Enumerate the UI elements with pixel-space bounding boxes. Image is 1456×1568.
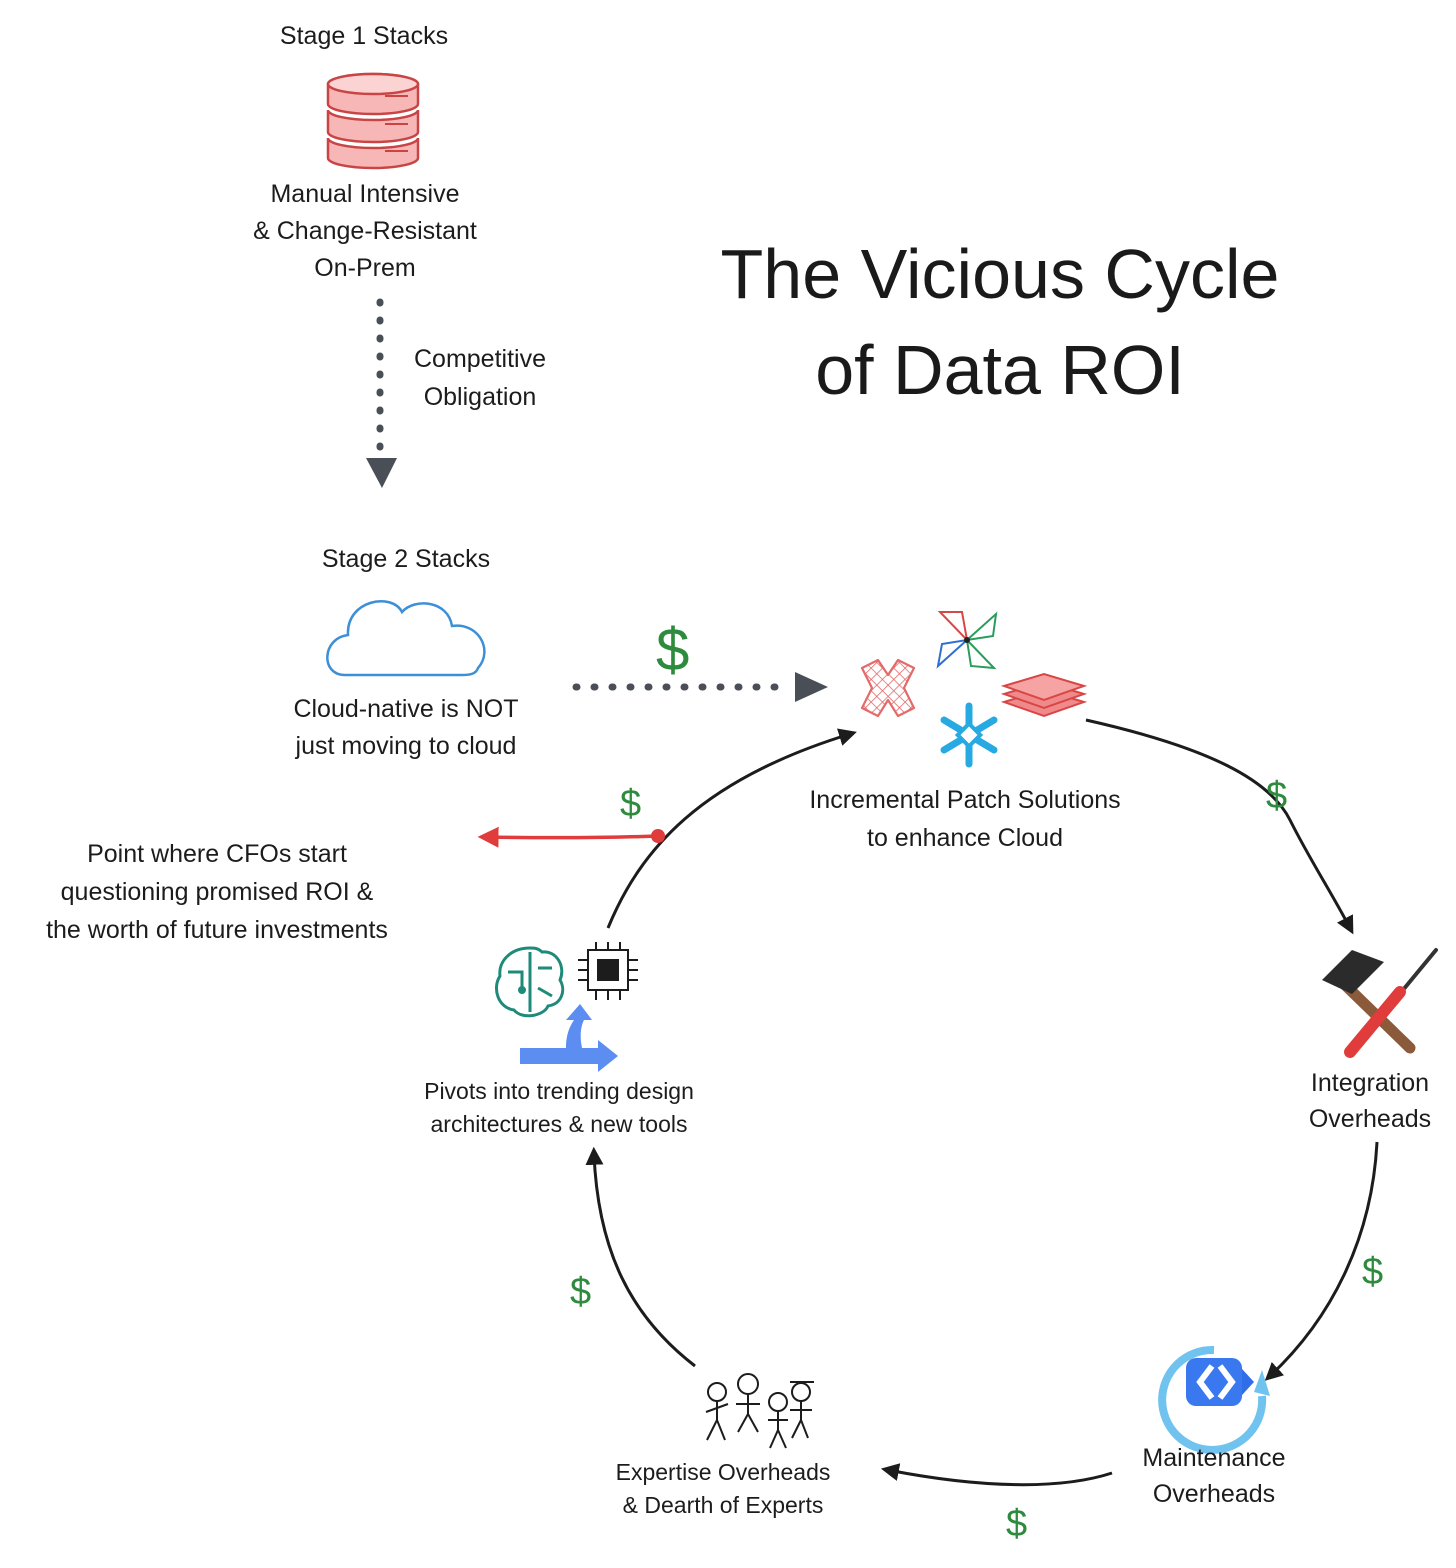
expertise-to-pivots-arrow: [585, 1146, 696, 1368]
maintenance-label-1: Maintenance: [1142, 1444, 1286, 1472]
integration-label-2: Overheads: [1308, 1105, 1432, 1133]
chip-icon: [578, 942, 638, 1000]
patch-label-2: to enhance Cloud: [867, 824, 1063, 852]
cfo-alert-point: [651, 829, 665, 843]
dbt-icon: [860, 658, 916, 718]
cloud-icon: [326, 599, 486, 677]
dollar-sign-expertise-pivots: $: [570, 1271, 592, 1313]
pivots-to-patch-arrow: [606, 728, 857, 929]
stacked-layers-icon: [1000, 672, 1088, 718]
transition-arrowhead: [366, 458, 397, 488]
expertise-label-2: & Dearth of Experts: [622, 1492, 824, 1518]
pivot-arrow-icon: [520, 1004, 618, 1072]
snowflake-icon: [940, 702, 998, 768]
refresh-cycle-icon: [1158, 1345, 1270, 1454]
stage1-desc-1: Manual Intensive: [270, 180, 460, 208]
cfo-label-1: Point where CFOs start: [87, 840, 347, 868]
dollar-sign-integration-maintenance: $: [1362, 1251, 1384, 1293]
transition-label-1: Competitive: [414, 345, 546, 373]
title-line-2: of Data ROI: [815, 331, 1185, 409]
cfo-label-2: questioning promised ROI &: [60, 878, 374, 906]
pivots-label-2: architectures & new tools: [430, 1111, 688, 1137]
integration-to-maintenance-arrow: [1264, 1141, 1379, 1381]
transition-label-2: Obligation: [423, 383, 537, 411]
database-icon: [326, 72, 420, 170]
stage1-desc-3: On-Prem: [314, 254, 416, 282]
dollar-sign-stage2: $: [656, 616, 690, 683]
stage2-desc-2: just moving to cloud: [295, 732, 517, 760]
stage2-to-patch-arrowhead: [795, 672, 828, 702]
stick-figures-icon: [705, 1373, 814, 1449]
stage1-heading: Stage 1 Stacks: [279, 22, 449, 50]
dollar-sign-maintenance-expertise: $: [1006, 1503, 1028, 1545]
cfo-label-3: the worth of future investments: [46, 916, 388, 944]
title-line-1: The Vicious Cycle: [720, 235, 1280, 313]
maintenance-label-2: Overheads: [1152, 1480, 1276, 1508]
integration-label-1: Integration: [1310, 1069, 1430, 1097]
patch-label-1: Incremental Patch Solutions: [809, 786, 1121, 814]
ai-brain-icon: [495, 946, 565, 1018]
cfo-alert-arrow: [477, 826, 659, 848]
expertise-label-1: Expertise Overheads: [615, 1459, 831, 1485]
stage1-desc-2: & Change-Resistant: [253, 217, 477, 245]
maintenance-to-expertise-arrow: [880, 1463, 1113, 1487]
dollar-sign-patch-integration: $: [1266, 775, 1288, 817]
hammer-screwdriver-icon: [1322, 948, 1438, 1058]
stage2-desc-1: Cloud-native is NOT: [293, 695, 519, 723]
pivots-label-1: Pivots into trending design: [424, 1078, 694, 1104]
stage2-heading: Stage 2 Stacks: [321, 545, 491, 573]
dollar-sign-pivots-patch: $: [620, 783, 642, 825]
patch-to-integration-arrow: [1085, 718, 1354, 935]
airflow-pinwheel-icon: [936, 611, 998, 670]
